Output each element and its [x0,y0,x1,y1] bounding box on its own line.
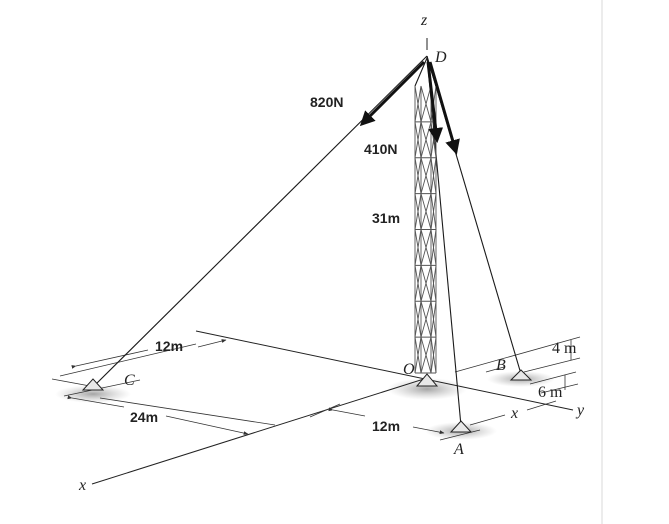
dim-12m-a-right [412,426,445,435]
b-ext-line-low [529,371,577,385]
tower-height-label: 31m [372,210,400,226]
b-label-leader [485,366,505,373]
dim-x-left [469,414,506,426]
support-a [449,420,473,433]
support-b [509,369,533,381]
dim-label-c-x: 24m [130,409,158,425]
dim-label-x: x [510,405,518,422]
dim-24m-ext [99,397,276,426]
point-label-c: C [124,372,135,389]
tower-truss [414,85,437,374]
b-ext-line-mid [523,357,581,373]
point-label-d: D [434,49,447,66]
b-ext-line-bot [540,383,579,394]
force-arrow-dc [359,60,426,127]
b-ext-line-top [454,336,581,373]
c-ext-line-left [51,378,91,387]
dim-24m-left [67,395,125,408]
force-arrow-db [428,61,460,155]
dim-label-b-x: 4 m [552,340,577,357]
point-label-o: O [403,361,415,378]
point-label-b: B [496,357,506,374]
dim-12m-a-left [328,407,366,417]
dim-24m-right [165,415,249,435]
dim-label-c-y: 12m [155,338,183,354]
a-ext-line-2 [439,429,481,441]
tower-top-left [414,57,428,87]
dim-x-right [526,400,557,411]
dim-12m-c-left [71,349,149,369]
c-ext-line-top [59,343,197,377]
c-ext-line-mid [63,379,141,397]
dim-label-a-y: 12m [372,418,400,434]
dim-label-b-y: 6 m [538,384,563,401]
support-c [81,378,105,391]
y-axis-line [195,330,574,411]
force-label-820: 820N [310,94,343,110]
a-ext-line-1 [309,403,341,418]
force-arrow-da [426,61,444,143]
point-label-a: A [453,441,464,458]
y-axis-label: y [575,402,585,419]
z-axis-label: z [420,12,428,29]
force-label-410: 410N [364,141,397,157]
x-axis-line [91,377,428,485]
dim-12m-c-right [197,339,227,348]
cable-da [426,55,462,427]
x-axis-label: x [78,477,86,494]
support-o [415,373,439,387]
